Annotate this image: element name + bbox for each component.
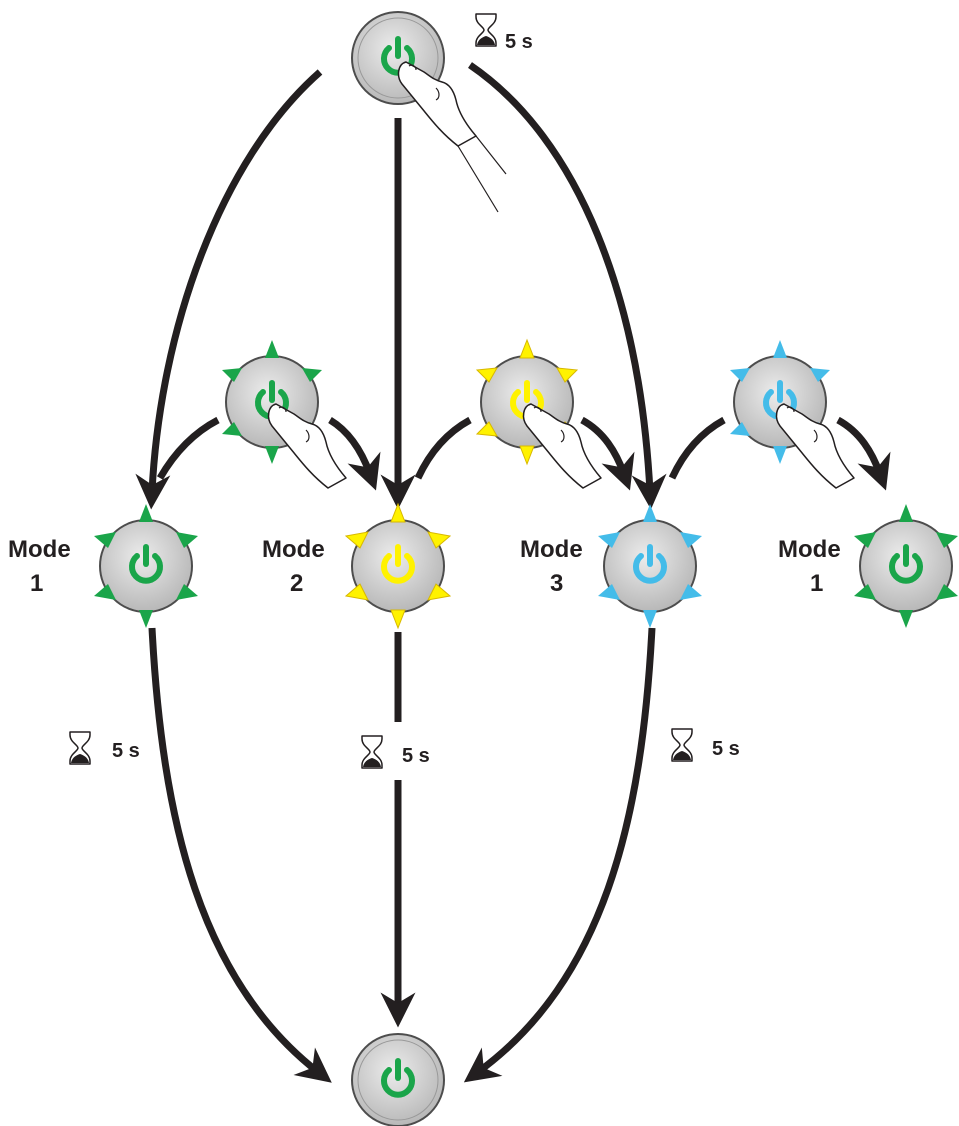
arrow-mode-3-to-mode-1-left (668, 416, 726, 480)
flash-rays (854, 504, 958, 628)
timer-label-top: 5 s (505, 31, 533, 53)
hourglass-icon (69, 731, 91, 765)
arrow-mode-3-to-mode-1-right (836, 416, 891, 491)
arrow-mode-3-to-standby (463, 627, 656, 1083)
arrow-top-to-mode-1 (135, 69, 323, 510)
mode-3-button[interactable] (598, 504, 702, 628)
mode-1-number: 1 (30, 570, 43, 597)
arrow-mode-2-to-mode-3-left (414, 416, 472, 480)
bottom-power-button[interactable] (351, 1033, 445, 1126)
mode-2-word: Mode (262, 536, 325, 563)
timer-label-mode-2: 5 s (402, 745, 430, 767)
arrow-top-to-mode-3 (468, 62, 667, 510)
mode-1-repeat-word: Mode (778, 536, 841, 563)
flash-rays (598, 504, 702, 628)
timer-label-mode-1: 5 s (112, 740, 140, 762)
flash-rays (94, 504, 198, 628)
timer-label-mode-3: 5 s (712, 738, 740, 760)
mode-1-repeat-button[interactable] (854, 504, 958, 628)
flash-rays (475, 338, 579, 466)
mode-2-number: 2 (290, 570, 303, 597)
hourglass-icon (361, 735, 383, 769)
mode-1-word: Mode (8, 536, 71, 563)
mode-3-word: Mode (520, 536, 583, 563)
mode-1-button[interactable] (94, 504, 198, 628)
finger-press-icon (397, 61, 507, 213)
hourglass-icon (475, 13, 497, 47)
mode-3-number: 3 (550, 570, 563, 597)
flash-rays (344, 502, 452, 630)
mode-1-repeat-number: 1 (810, 570, 823, 597)
arrow-mode-1-to-mode-2-left (156, 416, 220, 480)
arrow-mode-1-to-mode-2-right (328, 416, 381, 491)
mode-2-button[interactable] (344, 502, 452, 630)
arrows (135, 62, 891, 510)
arrow-mode-2-to-mode-3-right (580, 416, 635, 491)
hourglass-icon (671, 728, 693, 762)
arrow-mode-1-to-standby (148, 627, 332, 1083)
